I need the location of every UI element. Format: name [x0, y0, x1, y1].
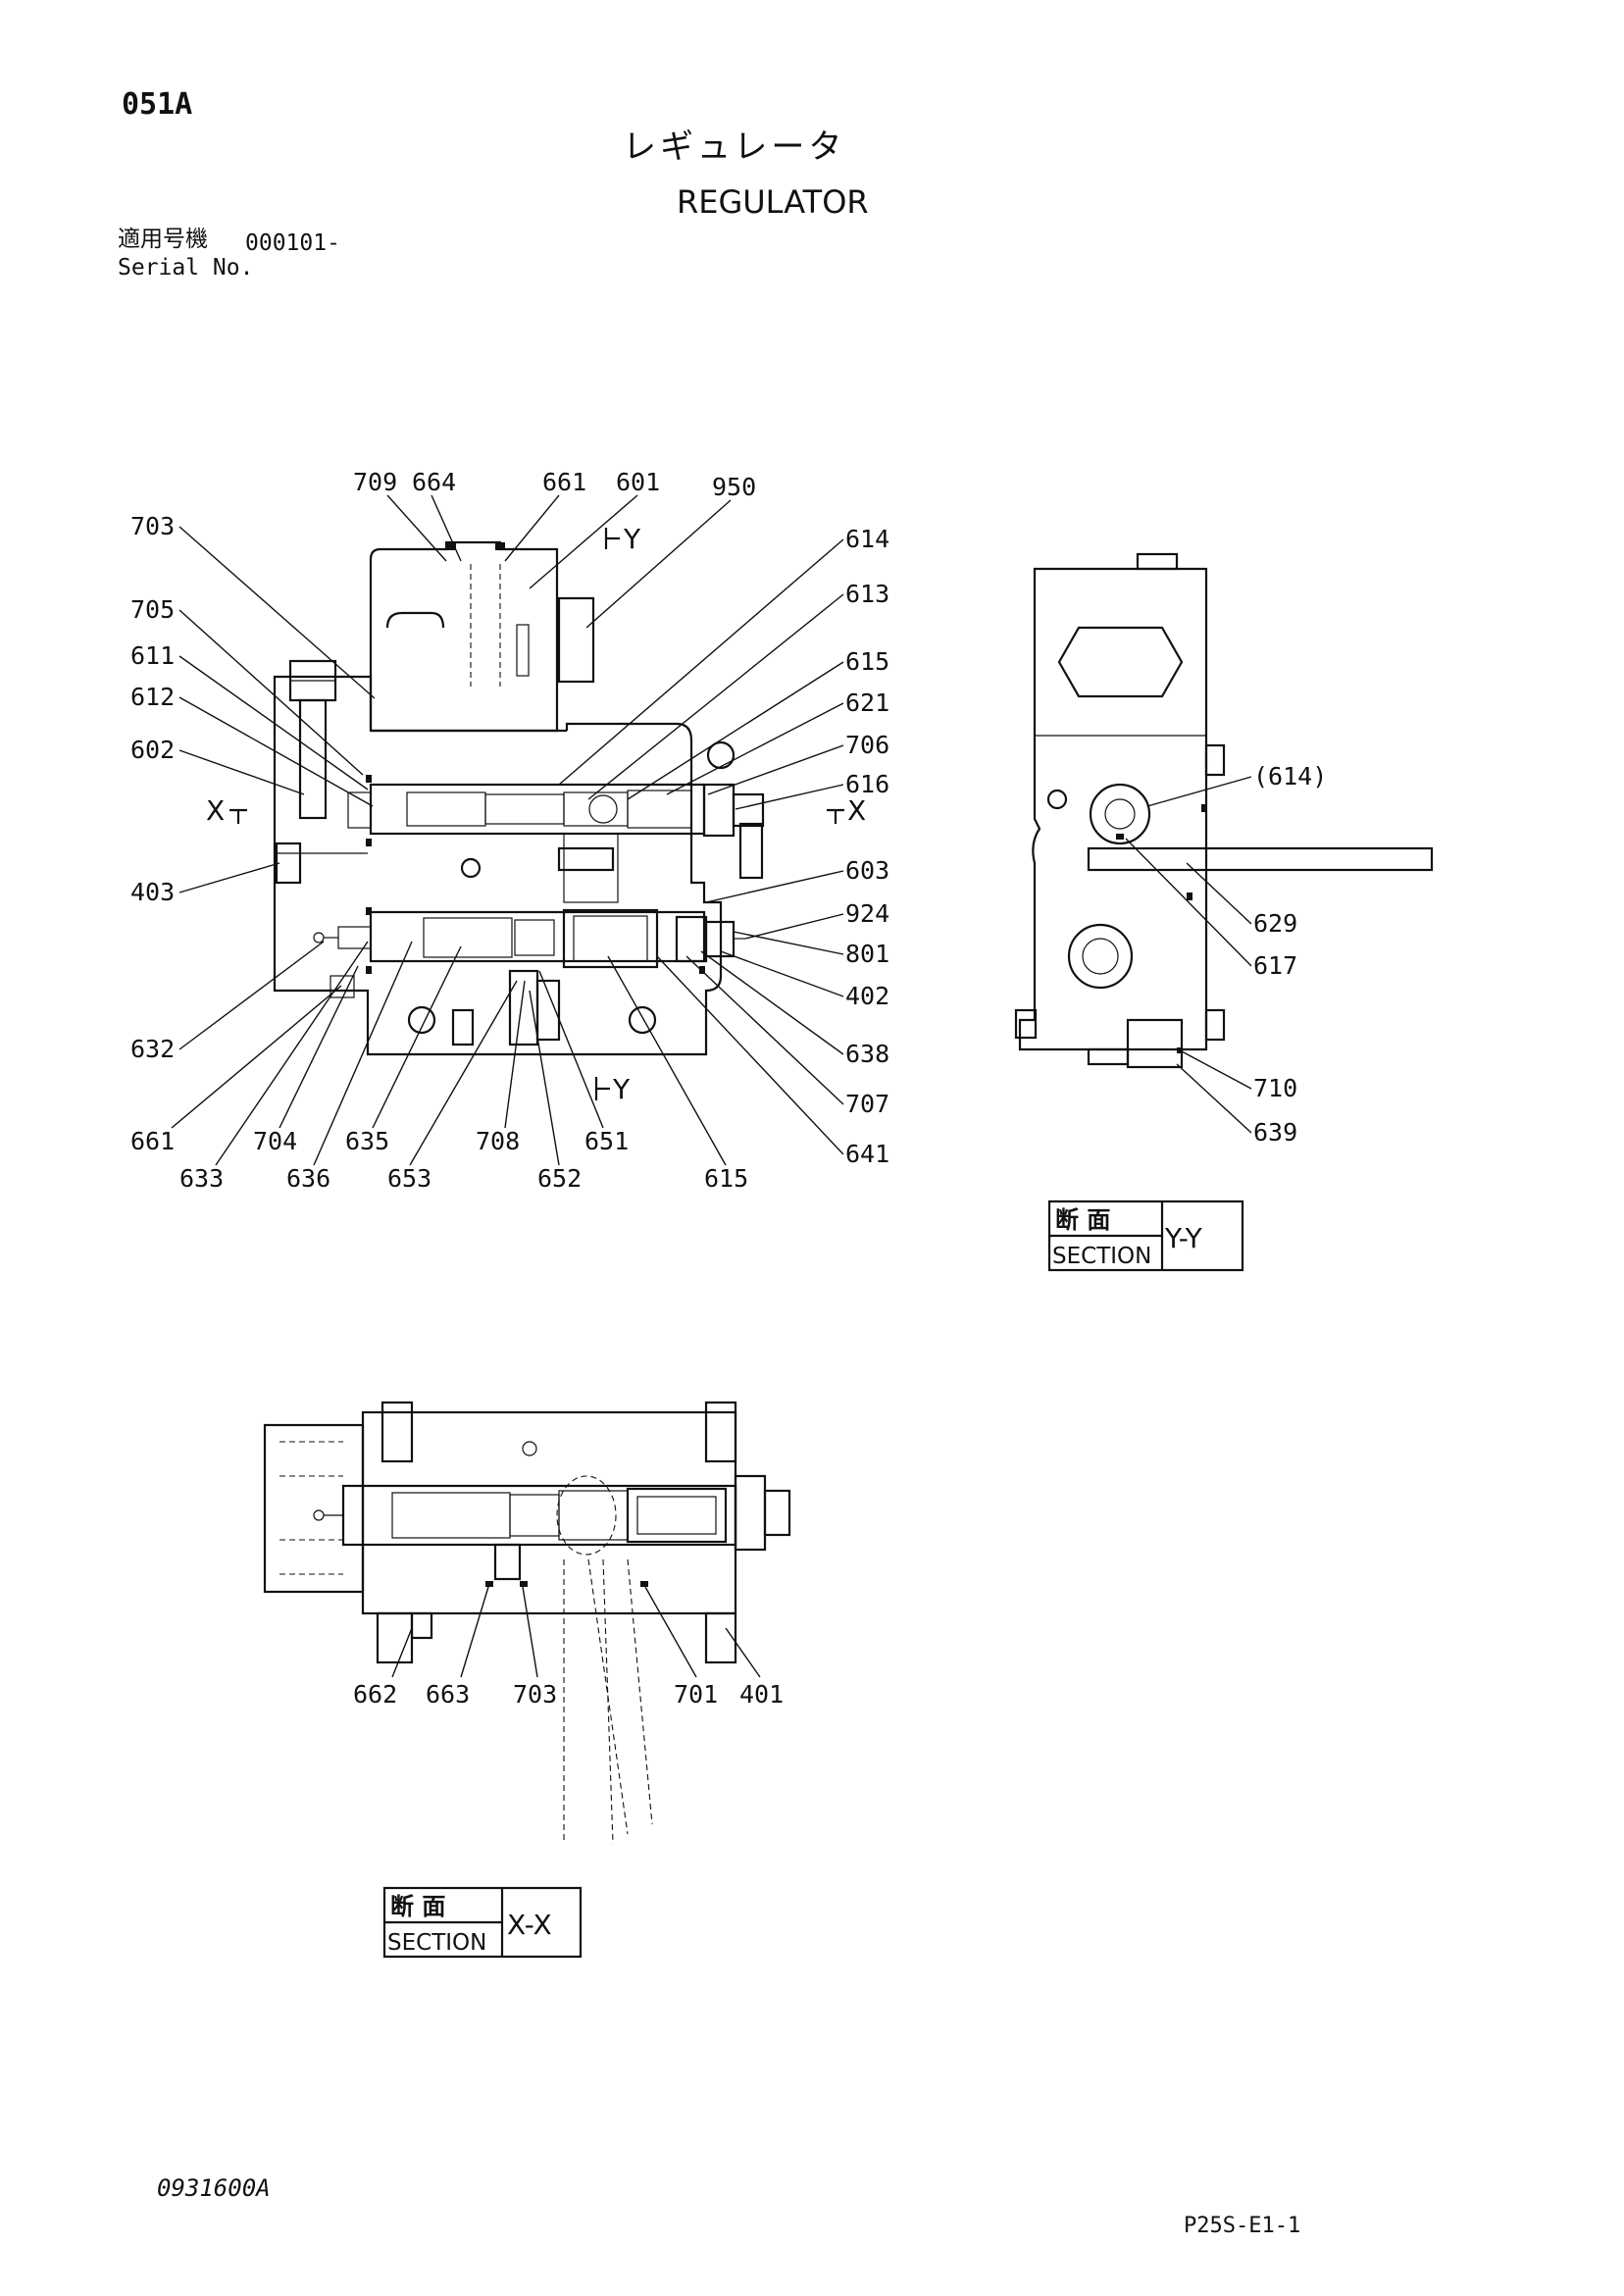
- part-label-703: 703: [130, 512, 175, 540]
- serial-label-english: Serial No.: [118, 255, 254, 281]
- section-xx-en: SECTION: [387, 1930, 486, 1956]
- part-label-612: 612: [130, 683, 175, 711]
- marker-y-bottom: Y: [612, 1073, 631, 1105]
- main-view-labels: 709 664 661 601 950 703 705 611 612 602 …: [130, 468, 889, 1193]
- marker-y-top: Y: [623, 523, 641, 555]
- part-label-638: 638: [845, 1040, 889, 1068]
- main-view: [273, 540, 765, 1056]
- part-label-708: 708: [476, 1127, 520, 1155]
- section-markers: Y Y X X: [206, 523, 866, 1105]
- serial-value: 000101-: [245, 230, 340, 256]
- part-label-401: 401: [739, 1680, 784, 1709]
- part-label-611: 611: [130, 641, 175, 670]
- section-yy-id: Y-Y: [1164, 1222, 1203, 1254]
- part-label-635: 635: [345, 1127, 389, 1155]
- page-reference: P25S-E1-1: [1184, 2214, 1301, 2238]
- part-label-701: 701: [674, 1680, 718, 1709]
- part-label-662: 662: [353, 1680, 397, 1709]
- section-xx-labels: 662 663 703 701 401 断 面 SECTION X-X: [353, 1586, 784, 1959]
- part-label-402: 402: [845, 982, 889, 1010]
- title-japanese: レギュレータ: [623, 128, 846, 167]
- part-label-709: 709: [353, 468, 397, 496]
- document-number: 0931600A: [157, 2174, 271, 2202]
- part-label-801: 801: [845, 940, 889, 968]
- part-label-651: 651: [584, 1127, 629, 1155]
- part-label-629: 629: [1253, 909, 1297, 938]
- part-label-602: 602: [130, 736, 175, 764]
- part-label-705: 705: [130, 595, 175, 624]
- part-label-617: 617: [1253, 951, 1297, 980]
- part-label-661-bottom: 661: [130, 1127, 175, 1155]
- part-label-621: 621: [845, 689, 889, 717]
- part-label-652: 652: [537, 1164, 582, 1193]
- part-label-663: 663: [426, 1680, 470, 1709]
- section-yy-labels: (614) 629 617 710 639 断 面 SECTION Y-Y: [1047, 762, 1327, 1272]
- part-label-703-xx: 703: [513, 1680, 557, 1709]
- part-label-641: 641: [845, 1140, 889, 1168]
- section-xx-id: X-X: [507, 1909, 552, 1941]
- part-label-924: 924: [845, 899, 889, 928]
- part-label-614-ref: (614): [1253, 762, 1327, 791]
- part-label-653: 653: [387, 1164, 431, 1193]
- page-code: 051A: [122, 87, 193, 122]
- section-yy-en: SECTION: [1052, 1244, 1151, 1269]
- part-label-704: 704: [253, 1127, 297, 1155]
- section-xx-view: [263, 1401, 791, 1845]
- part-label-603: 603: [845, 856, 889, 885]
- part-label-661-top: 661: [542, 468, 586, 496]
- part-label-613: 613: [845, 580, 889, 608]
- part-label-710: 710: [1253, 1074, 1297, 1102]
- part-label-706: 706: [845, 731, 889, 759]
- part-label-601: 601: [616, 468, 660, 496]
- marker-x-right: X: [847, 794, 866, 827]
- part-label-633: 633: [179, 1164, 224, 1193]
- part-label-636: 636: [286, 1164, 330, 1193]
- part-label-639: 639: [1253, 1118, 1297, 1147]
- part-label-615-bottom: 615: [704, 1164, 748, 1193]
- part-label-616: 616: [845, 770, 889, 798]
- section-yy-view: [1014, 552, 1434, 1069]
- marker-x-left: X: [206, 794, 225, 827]
- part-label-614: 614: [845, 525, 889, 553]
- part-label-632: 632: [130, 1035, 175, 1063]
- part-label-615-top: 615: [845, 647, 889, 676]
- part-label-403: 403: [130, 878, 175, 906]
- section-xx-jp: 断 面: [390, 1893, 445, 1920]
- serial-label-japanese: 適用号機: [118, 227, 208, 252]
- part-label-664: 664: [412, 468, 456, 496]
- title-english: REGULATOR: [677, 183, 869, 221]
- section-yy-jp: 断 面: [1055, 1206, 1110, 1234]
- part-label-950: 950: [712, 473, 756, 501]
- part-label-707: 707: [845, 1090, 889, 1118]
